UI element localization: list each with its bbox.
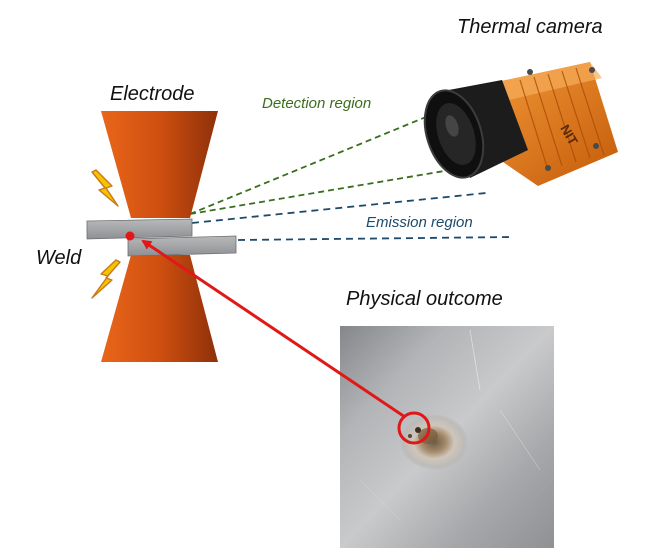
lightning-bolt-icon (91, 169, 119, 207)
lower-sheet (127, 235, 237, 257)
physical-outcome-photo (340, 326, 554, 548)
detection-region-lines (189, 111, 463, 215)
emission-region-label: Emission region (366, 214, 473, 231)
thermal-camera (423, 62, 618, 186)
physical-outcome-label: Physical outcome (346, 288, 503, 310)
lightning-bolt-icon (91, 259, 121, 299)
weld-point (125, 231, 135, 241)
upper-sheet (86, 218, 193, 240)
detection-region-label: Detection region (262, 95, 372, 112)
thermal-camera-label: Thermal camera (457, 16, 603, 38)
electrode-label: Electrode (110, 83, 195, 105)
emission-region-lines (191, 192, 515, 241)
arrow-icon (141, 239, 406, 419)
upper-electrode (101, 111, 218, 218)
weld-label: Weld (36, 247, 82, 269)
outcome-highlight-circle (397, 411, 431, 445)
lower-electrode (101, 255, 218, 362)
